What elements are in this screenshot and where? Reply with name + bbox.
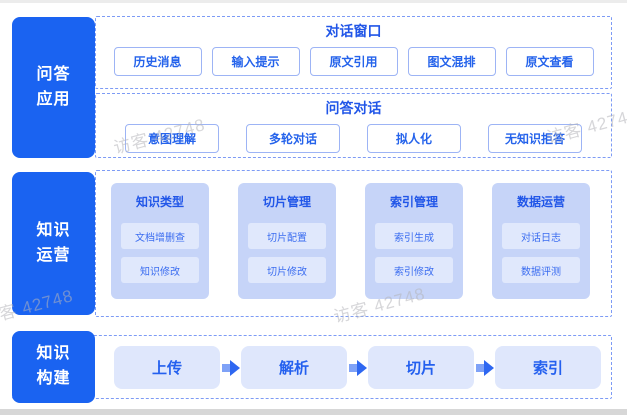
chip-source-citation: 原文引用 [309, 47, 398, 76]
card-data-operations: 数据运营 对话日志 数据评测 [492, 183, 590, 299]
arrow-right-icon [347, 346, 368, 389]
chip-mixed-text-image: 图文混排 [407, 47, 496, 76]
chip-personification: 拟人化 [367, 124, 461, 153]
section-knowledge-build: 上传 解析 切片 索引 [12, 335, 612, 399]
section-knowledge-ops: 知识类型 文档增删查 知识修改 切片管理 切片配置 切片修改 索引管理 索引生成… [95, 170, 612, 317]
section-qa-dialog: 问答对话 意图理解 多轮对话 拟人化 无知识拒答 [95, 93, 612, 158]
arrow-right-icon [220, 346, 241, 389]
card-slice-management: 切片管理 切片配置 切片修改 [238, 183, 336, 299]
chip-no-knowledge-refusal: 无知识拒答 [488, 124, 582, 153]
top-edge-bar [0, 0, 627, 3]
step-upload: 上传 [114, 346, 220, 389]
section-title-qa-dialog: 问答对话 [325, 100, 382, 116]
card-item-slice-edit: 切片修改 [248, 257, 326, 283]
chip-input-suggest: 输入提示 [211, 47, 300, 76]
card-item-dialog-log: 对话日志 [502, 223, 580, 249]
knowledge-ops-cards: 知识类型 文档增删查 知识修改 切片管理 切片配置 切片修改 索引管理 索引生成… [96, 171, 611, 299]
card-title: 切片管理 [262, 195, 311, 209]
layer-label-qa-app: 问答 应用 [12, 17, 95, 158]
section-title-dialog-window: 对话窗口 [325, 23, 382, 39]
layer-label-line: 构建 [36, 370, 71, 387]
step-slice: 切片 [368, 346, 474, 389]
card-item-data-eval: 数据评测 [502, 257, 580, 283]
layer-label-line: 问答 [36, 65, 71, 83]
chip-multi-turn-dialog: 多轮对话 [246, 124, 340, 153]
layer-label-knowledge-ops: 知识 运营 [12, 172, 95, 315]
dialog-window-chip-row: 历史消息 输入提示 原文引用 图文混排 原文查看 [96, 47, 611, 76]
chip-history-messages: 历史消息 [113, 47, 202, 76]
step-parse: 解析 [241, 346, 347, 389]
card-item-knowledge-edit: 知识修改 [121, 257, 199, 283]
layer-label-line: 知识 [36, 221, 71, 239]
card-item-index-generate: 索引生成 [375, 223, 453, 249]
card-title: 数据运营 [516, 195, 565, 209]
qa-dialog-chip-row: 意图理解 多轮对话 拟人化 无知识拒答 [96, 124, 611, 153]
layer-label-line: 知识 [36, 345, 71, 363]
card-title: 知识类型 [135, 195, 184, 209]
chip-source-view: 原文查看 [505, 47, 594, 76]
step-index: 索引 [495, 346, 601, 389]
bottom-edge-bar [0, 409, 627, 415]
layer-label-knowledge-build: 知识 构建 [12, 331, 95, 403]
layer-label-line: 运营 [36, 246, 71, 264]
arrow-right-icon [474, 346, 495, 389]
card-index-management: 索引管理 索引生成 索引修改 [365, 183, 463, 299]
chip-intent-understanding: 意图理解 [125, 124, 219, 153]
build-pipeline: 上传 解析 切片 索引 [114, 346, 601, 389]
layer-label-line: 应用 [36, 90, 71, 108]
card-title: 索引管理 [389, 195, 438, 209]
card-item-slice-config: 切片配置 [248, 223, 326, 249]
section-dialog-window: 对话窗口 历史消息 输入提示 原文引用 图文混排 原文查看 [95, 16, 612, 89]
card-item-doc-crud: 文档增删查 [121, 223, 199, 249]
card-item-index-edit: 索引修改 [375, 257, 453, 283]
card-knowledge-type: 知识类型 文档增删查 知识修改 [111, 183, 209, 299]
